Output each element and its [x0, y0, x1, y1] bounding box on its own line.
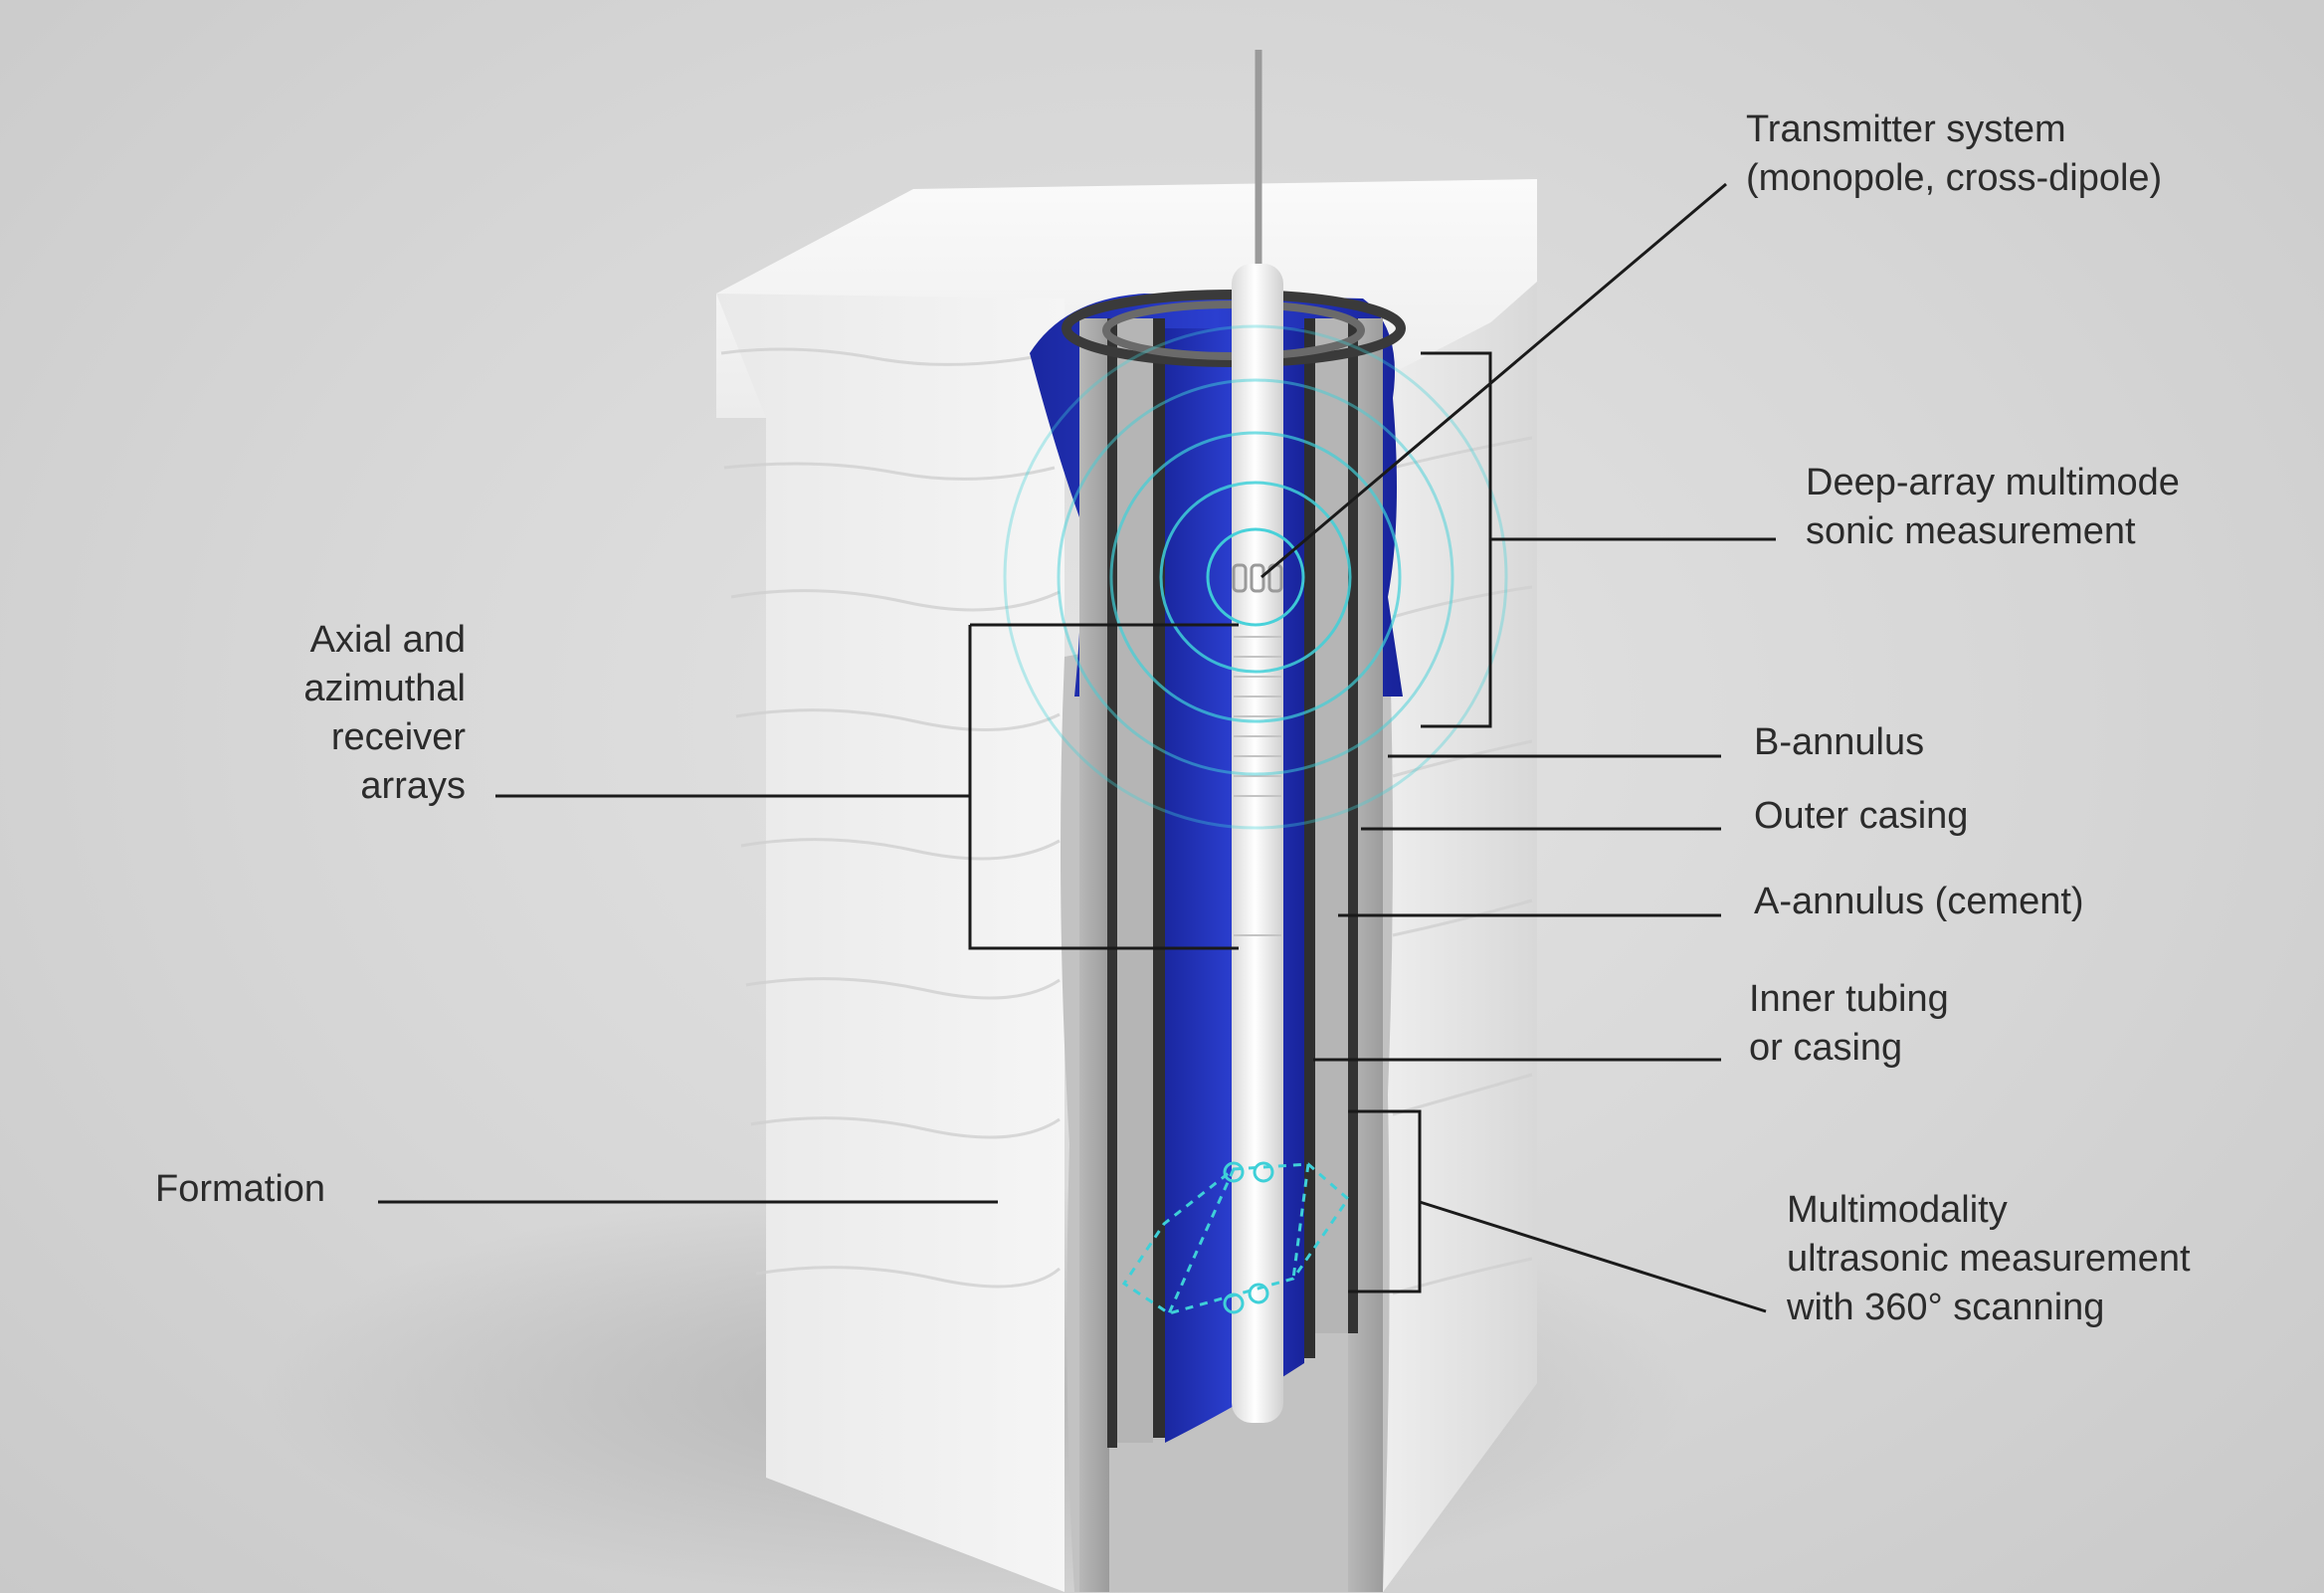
label-deep-array-line2: sonic measurement	[1806, 510, 2136, 552]
leader-ultrasonic	[1419, 1200, 1767, 1313]
outer-casing-right	[1348, 318, 1358, 1333]
label-deep-array-sonic: Deep-array multimode sonic measurement	[1806, 459, 2180, 556]
label-ultrasonic-line2: ultrasonic measurement	[1787, 1238, 2191, 1280]
ultrasonic-transducer-icon	[1223, 1161, 1274, 1314]
formation-block	[716, 179, 1537, 1592]
receiver-array-icon	[1234, 636, 1281, 936]
label-receiver-arrays: Axial and azimuthal receiver arrays	[249, 616, 466, 811]
label-transmitter-system: Transmitter system (monopole, cross-dipo…	[1746, 105, 2162, 203]
leader-lines	[378, 182, 1776, 1313]
label-a-annulus: A-annulus (cement)	[1754, 878, 2084, 926]
tool-body	[1232, 264, 1283, 1423]
formation-front-face	[716, 294, 1065, 1592]
b-annulus-right	[1315, 318, 1348, 1333]
label-b-annulus-text: B-annulus	[1754, 721, 1925, 763]
leader-transmitter	[1260, 182, 1727, 579]
label-ultrasonic-line3: with 360° scanning	[1787, 1287, 2105, 1328]
b-annulus-left	[1117, 318, 1153, 1443]
label-transmitter-line2: (monopole, cross-dipole)	[1746, 157, 2163, 199]
logging-tool	[1232, 50, 1283, 1423]
leader-ultrasonic-bracket	[1348, 1109, 1422, 1294]
sonic-wave-rings	[1003, 324, 1508, 830]
label-formation-text: Formation	[155, 1168, 326, 1210]
label-receivers-line2: azimuthal	[303, 668, 466, 709]
outer-casing-left	[1107, 318, 1117, 1448]
label-inner-tubing-line1: Inner tubing	[1749, 978, 1949, 1020]
label-outer-casing: Outer casing	[1754, 792, 1968, 841]
label-receivers-line1: Axial and	[309, 619, 466, 661]
label-receivers-line3: receiver	[330, 716, 466, 758]
label-ultrasonic-line1: Multimodality	[1787, 1189, 2008, 1231]
formation-strata	[720, 347, 1533, 1295]
leader-receivers	[495, 794, 1239, 950]
label-transmitter-line1: Transmitter system	[1746, 108, 2066, 150]
inner-casing-right	[1304, 318, 1315, 1358]
label-receivers-line4: arrays	[360, 765, 466, 807]
label-deep-array-line1: Deep-array multimode	[1806, 462, 2180, 503]
label-a-annulus-text: A-annulus (cement)	[1754, 881, 2084, 922]
label-inner-tubing: Inner tubing or casing	[1749, 975, 1949, 1073]
inner-casing-left	[1153, 318, 1165, 1438]
label-ultrasonic-measurement: Multimodality ultrasonic measurement wit…	[1787, 1186, 2191, 1332]
label-formation: Formation	[155, 1165, 325, 1214]
label-outer-casing-text: Outer casing	[1754, 795, 1969, 837]
formation-front-face-right	[1383, 299, 1537, 1592]
borehole-cutaway	[1030, 290, 1406, 1592]
label-b-annulus: B-annulus	[1754, 718, 1924, 767]
cement-left	[1079, 318, 1109, 1592]
label-inner-tubing-line2: or casing	[1749, 1027, 1903, 1069]
